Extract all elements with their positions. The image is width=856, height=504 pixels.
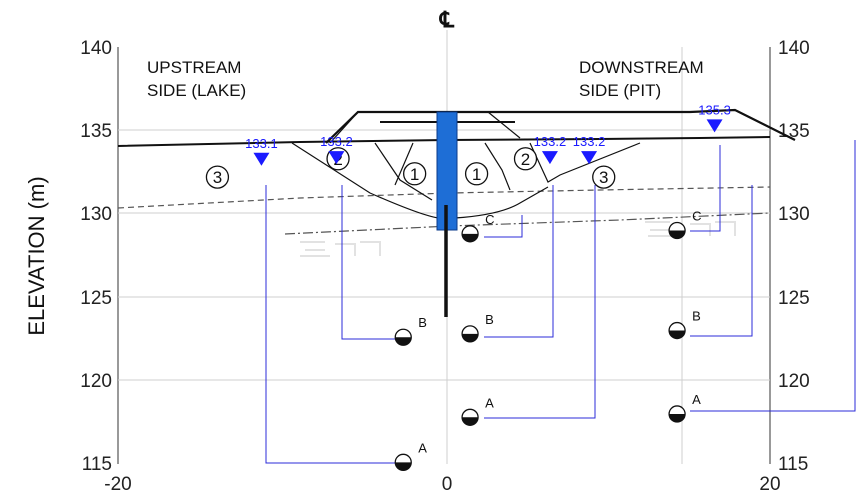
piezometer-label: A	[692, 392, 701, 407]
y-tick-135-right: 135	[778, 121, 810, 142]
y-tick-140: 140	[80, 38, 112, 59]
piezometers: A B C B A C B A	[394, 208, 701, 471]
y-tick-115: 115	[82, 454, 112, 475]
zone-number: 1	[472, 165, 481, 184]
zone-circle	[513, 147, 538, 171]
piezometer-C-2: C	[461, 212, 494, 243]
water-level-marker	[706, 119, 723, 133]
zone-number: 2	[521, 150, 530, 169]
water-level-marker	[541, 151, 558, 165]
piezometer-A-0: A	[394, 440, 427, 471]
downstream-label-line1: DOWNSTREAM	[579, 58, 704, 77]
piezometer-label: B	[692, 309, 701, 324]
piezometer-fill	[462, 333, 479, 342]
zone-boundary-ds-bottom	[454, 186, 549, 219]
water-level-marker	[581, 151, 598, 165]
zone-label-0: 3	[205, 165, 230, 189]
zone-boundary-us-outer	[291, 142, 439, 219]
piezometer-label: A	[485, 395, 494, 410]
y-axis-label: ELEVATION (m)	[24, 176, 49, 335]
water-level-value: 135.3	[698, 102, 731, 117]
y-tick-115-right: 115	[778, 454, 808, 475]
zone-boundary-ds-inner	[484, 142, 511, 191]
water-level-2: 133.2	[534, 134, 567, 165]
zone-circle	[403, 162, 427, 186]
downstream-label-line2: SIDE (PIT)	[579, 81, 661, 100]
piezometer-leads	[265, 140, 856, 464]
water-level-marker	[328, 151, 345, 165]
y-tick-120: 120	[80, 371, 112, 392]
y-tick-120-right: 120	[778, 371, 810, 392]
zone-boundary-us-inner	[374, 142, 433, 201]
water-level-value: 133.2	[534, 134, 567, 149]
piezometer-fill	[395, 337, 412, 346]
y-tick-130-right: 130	[778, 204, 810, 225]
ground-surface	[117, 136, 771, 147]
x-tick-minus20: -20	[104, 474, 131, 495]
zone-labels: 321123	[205, 147, 616, 189]
y-tick-125: 125	[80, 288, 112, 309]
piezometer-fill	[669, 330, 686, 339]
x-tick-20: 20	[759, 474, 780, 495]
zone-label-5: 3	[592, 165, 616, 189]
piezometer-fill	[669, 413, 686, 422]
water-level-value: 133.2	[573, 134, 606, 149]
piezometer-B-1: B	[394, 315, 427, 346]
y-tick-135: 135	[80, 121, 112, 142]
slope-line-left	[329, 111, 359, 144]
water-level-value: 133.1	[245, 136, 278, 151]
piezometer-label: B	[418, 315, 427, 330]
water-level-1: 133.2	[320, 134, 353, 165]
side-labels: UPSTREAM SIDE (LAKE) DOWNSTREAM SIDE (PI…	[147, 58, 704, 100]
water-level-0: 133.1	[245, 136, 278, 166]
piezometer-A-7: A	[668, 392, 701, 423]
zone-number: 3	[599, 168, 608, 187]
y-tick-140-right: 140	[778, 38, 810, 59]
zone-boundary-ds-outer	[529, 142, 641, 183]
piezometer-fill	[395, 462, 412, 471]
zone-number: 1	[410, 165, 419, 184]
y-tick-125-right: 125	[778, 288, 810, 309]
piezometer-fill	[462, 233, 479, 242]
water-level-marker	[253, 152, 270, 166]
x-tick-labels: -20 0 20	[104, 474, 780, 495]
zone-circle	[592, 165, 616, 189]
x-tick-0: 0	[442, 474, 453, 495]
zone-label-4: 2	[513, 147, 538, 171]
upstream-label-line2: SIDE (LAKE)	[147, 81, 246, 100]
zone-number: 3	[213, 168, 222, 187]
y-tick-labels-right: 140 135 130 125 120 115	[778, 38, 810, 475]
zone-label-2: 1	[403, 162, 427, 186]
water-level-value: 133.2	[320, 134, 353, 149]
piezometer-A-4: A	[461, 395, 494, 426]
piezometer-fill	[462, 417, 479, 426]
piezometer-B-3: B	[461, 312, 494, 343]
centerline-label: ℄	[439, 7, 455, 33]
crest-outline	[325, 108, 796, 144]
piezometer-label: B	[485, 312, 494, 327]
zone-circle	[464, 162, 489, 186]
faint-markings	[300, 221, 736, 257]
piezometer-B-6: B	[668, 309, 701, 340]
slope-line-right	[487, 111, 521, 139]
piezometer-label: A	[418, 440, 427, 455]
bedrock-dashdot-line	[284, 212, 771, 235]
piezometer-label: C	[485, 212, 494, 227]
piezometer-C-5: C	[668, 208, 701, 240]
piezometer-fill	[669, 230, 686, 239]
water-level-3: 133.2	[573, 134, 606, 165]
water-level-4: 135.3	[698, 102, 731, 133]
y-tick-130: 130	[80, 204, 112, 225]
plot-frame	[117, 47, 771, 464]
zone-label-3: 1	[464, 162, 489, 186]
upstream-label-line1: UPSTREAM	[147, 58, 241, 77]
y-tick-labels-left: 140 135 130 125 120 115	[80, 38, 112, 475]
zone-circle	[205, 165, 230, 189]
zone-boundary-us-filter	[394, 142, 414, 186]
piezometer-label: C	[692, 208, 701, 223]
water-levels: 133.1 133.2 133.2 133.2 135.3	[245, 102, 731, 166]
